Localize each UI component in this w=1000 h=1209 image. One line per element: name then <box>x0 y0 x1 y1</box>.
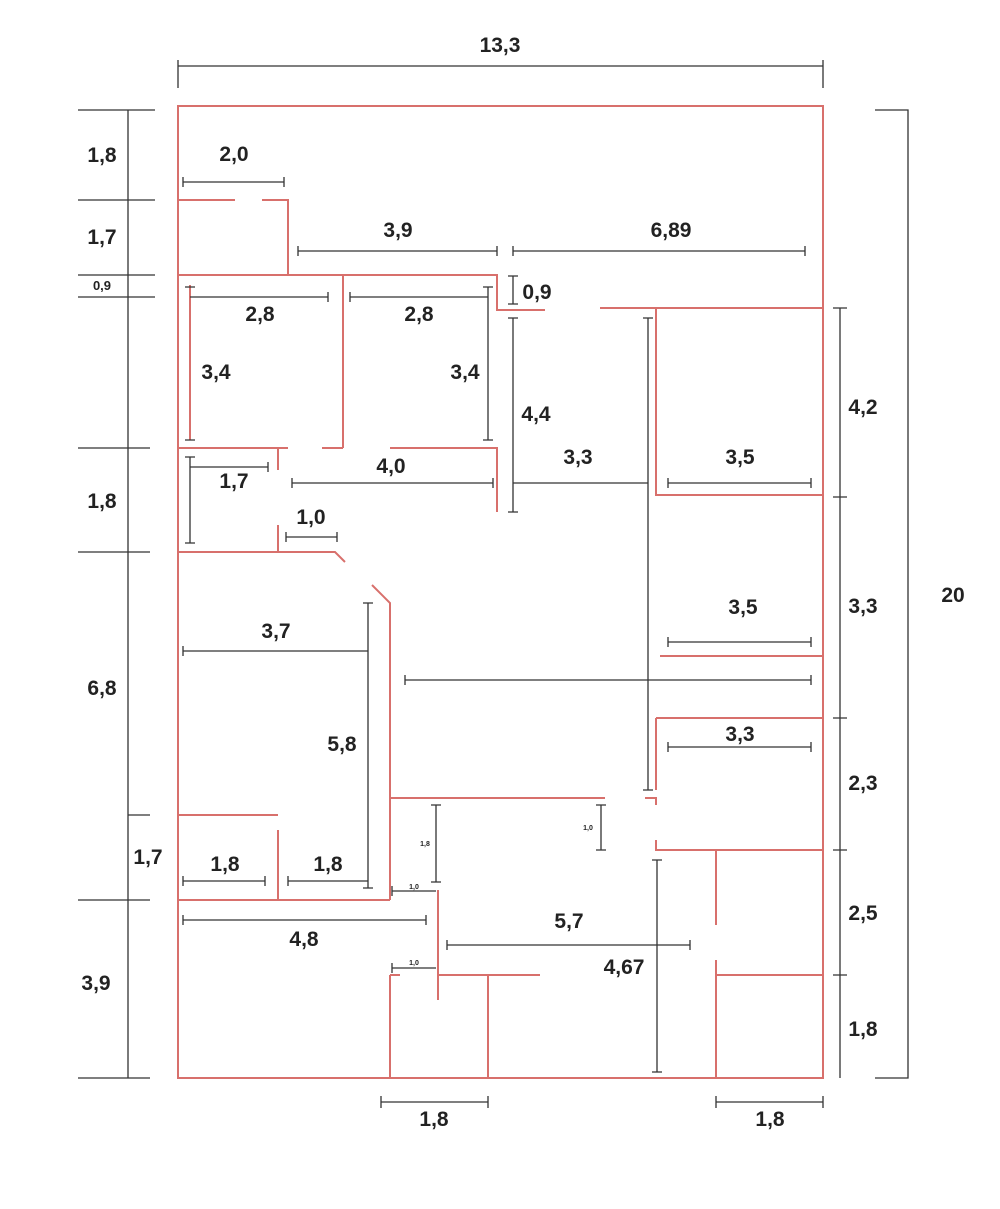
hall-height-label: 4,4 <box>521 403 551 426</box>
door-label: 1,0 <box>296 506 325 529</box>
outer-wall <box>177 105 824 1079</box>
overall-width-label: 13,3 <box>480 34 521 57</box>
right-dim: 2,3 <box>848 772 877 795</box>
left-dim: 3,9 <box>81 972 110 995</box>
center-width-label: 5,7 <box>554 910 583 933</box>
center-height-label: 4,67 <box>604 956 645 979</box>
living-height-label: 5,8 <box>327 733 357 756</box>
interior-walls <box>178 199 823 1078</box>
top-corridor-label: 3,9 <box>383 219 412 242</box>
left-dim: 0,9 <box>93 278 111 293</box>
hall2-width-label: 4,0 <box>376 455 405 478</box>
entry-width-label: 2,0 <box>219 143 248 166</box>
bed2-height-label: 3,4 <box>450 361 480 384</box>
walls <box>177 105 824 1079</box>
bath-b-label: 1,8 <box>313 853 343 876</box>
small-dim-label: 1,0 <box>409 884 419 891</box>
left-dim: 1,7 <box>133 846 162 869</box>
small-dim-label: 1,8 <box>420 841 430 848</box>
left-dim: 1,7 <box>87 226 116 249</box>
bath-a-label: 1,8 <box>210 853 240 876</box>
living-width-label: 3,7 <box>261 620 290 643</box>
small-dim-label: 1,0 <box>409 960 419 967</box>
bed2-width-label: 2,8 <box>404 303 434 326</box>
left-dim: 1,8 <box>87 490 117 513</box>
right-dim: 3,3 <box>848 595 877 618</box>
bed1-height-label: 3,4 <box>201 361 231 384</box>
step-label: 0,9 <box>522 281 551 304</box>
right-dim: 4,2 <box>848 396 877 419</box>
dimension-lines <box>78 60 909 1108</box>
right-dim: 2,5 <box>848 902 878 925</box>
right-dim: 1,8 <box>848 1018 878 1041</box>
room-r1-width-label: 3,5 <box>725 446 755 469</box>
bottom-dim: 1,8 <box>419 1108 449 1131</box>
bottom-dim: 1,8 <box>755 1108 785 1131</box>
hall-width-label: 3,3 <box>563 446 592 469</box>
overall-height-label: 20 <box>941 584 964 607</box>
small-dim-label: 1,0 <box>583 825 593 832</box>
room-r2-width-label: 3,5 <box>728 596 758 619</box>
closet-width-label: 1,7 <box>219 470 248 493</box>
top-right-label: 6,89 <box>651 219 692 242</box>
left-dim: 6,8 <box>87 677 117 700</box>
bed1-width-label: 2,8 <box>245 303 275 326</box>
bottom-left-width-label: 4,8 <box>289 928 319 951</box>
left-dim: 1,8 <box>87 144 117 167</box>
room-r3-width-label: 3,3 <box>725 723 754 746</box>
dimension-labels: 13,3 20 1,8 1,7 0,9 1,8 6,8 1,7 3,9 4,2 … <box>81 34 964 1131</box>
